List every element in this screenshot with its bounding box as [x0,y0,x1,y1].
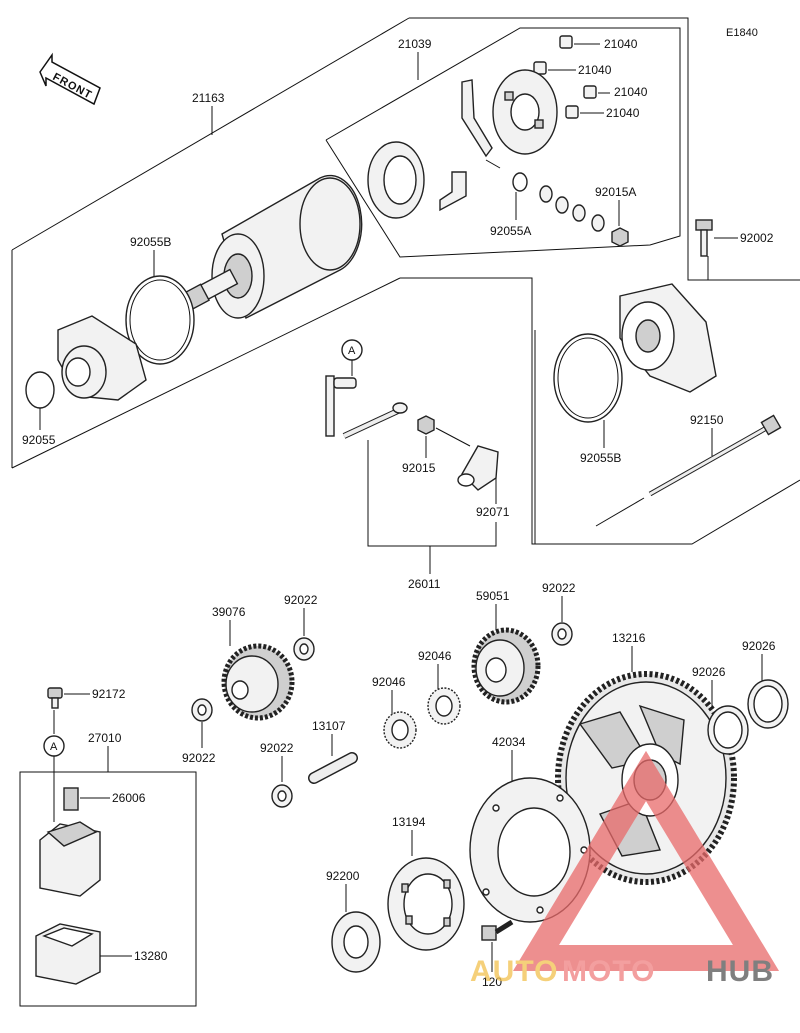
label-26006: 26006 [112,791,146,805]
starter-cable [325,375,408,439]
label-120: 120 [482,975,502,989]
ref-marker: A [348,345,356,357]
label-13107: 13107 [312,719,346,733]
label-92022-c: 92022 [182,751,216,765]
label-39076: 39076 [212,605,246,619]
gear-icon [221,643,295,721]
brush-21040-group: 21040 21040 21040 21040 [533,35,648,120]
front-arrow-icon: FRONT [39,52,101,106]
label-21039: 21039 [398,37,432,51]
label-13280: 13280 [134,949,168,963]
label-92002: 92002 [740,231,774,245]
label-13194: 13194 [392,815,426,829]
watermark-moto: MOTO [562,955,655,988]
label-92055A: 92055A [490,224,531,238]
label-92022-a: 92022 [284,593,318,607]
motor-yoke [181,174,363,320]
brush-icon [533,61,576,75]
label-92026-a: 92026 [692,665,726,679]
label-21040-b: 21040 [578,63,612,77]
shaft-icon [308,752,358,784]
o-ring-icon [553,333,623,423]
label-92071: 92071 [476,505,510,519]
label-92022-d: 92022 [260,741,294,755]
brush-icon [559,35,600,49]
label-92046-a: 92046 [372,675,406,689]
end-ring [367,141,425,219]
label-92172: 92172 [92,687,126,701]
label-21163: 21163 [192,91,225,105]
nut-icon [611,227,629,247]
starter-relay-icon [39,821,101,897]
label-92055B-right: 92055B [580,451,621,465]
bolt-icon [695,219,713,257]
front-cover [57,315,147,401]
label-59051: 59051 [476,589,510,603]
bearing-icon [427,687,461,725]
starter-assembly-outline [11,17,800,545]
brush-icon [583,85,610,99]
label-21040-d: 21040 [606,106,640,120]
washer-stack [539,185,605,232]
watermark-auto: AUTO [470,955,558,988]
label-92046-b: 92046 [418,649,452,663]
relay-box-outline [19,771,197,1007]
label-92015A: 92015A [595,185,636,199]
label-92026-b: 92026 [742,639,776,653]
label-13216: 13216 [612,631,646,645]
brush-icon [565,105,604,119]
bolt-icon [47,687,63,709]
label-92055B-left: 92055B [130,235,171,249]
clutch-housing-icon [469,777,591,923]
watermark-logo: AUTO MOTO HUB [470,750,780,988]
label-42034: 42034 [492,735,526,749]
label-21040-c: 21040 [614,85,648,99]
o-ring-icon [25,371,55,409]
ref-marker-2: A [50,741,58,753]
label-92150: 92150 [690,413,724,427]
label-26011: 26011 [408,577,441,591]
through-bolt-icon [648,414,782,497]
terminal-boot [457,445,499,491]
diagram-code: E1840 [726,27,758,39]
label-92200: 92200 [326,869,360,883]
label-21040-a: 21040 [604,37,638,51]
brush-plate [439,69,558,212]
label-92022-b: 92022 [542,581,576,595]
nut-icon [417,415,435,435]
label-92015: 92015 [402,461,436,475]
label-92055: 92055 [22,433,56,447]
watermark-hub: HUB [706,955,774,988]
relay-cover-icon [35,923,101,985]
label-27010: 27010 [88,731,122,745]
fuse-icon [63,787,79,811]
bolt-icon [481,919,514,941]
bearing-icon [383,711,417,749]
gear-icon [471,627,541,705]
one-way-clutch-icon [387,857,465,951]
o-ring-icon [512,172,528,192]
o-ring-icon [125,275,195,365]
brush-holder-outline [325,27,681,258]
rear-cover [619,283,717,393]
